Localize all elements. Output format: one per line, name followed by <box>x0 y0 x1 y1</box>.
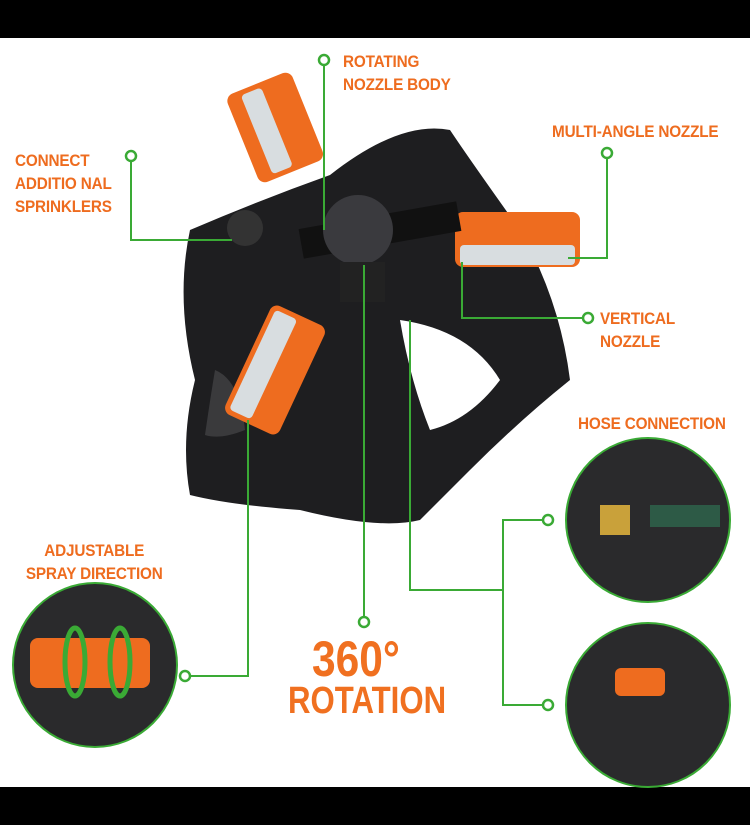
label-connect-additional-sprinklers: CONNECT ADDITIO NAL SPRINKLERS <box>15 149 112 218</box>
label-line: ROTATING <box>343 52 420 71</box>
label-rotating-nozzle-body: ROTATING NOZZLE BODY <box>343 50 451 96</box>
label-line: NOZZLE <box>600 332 661 351</box>
callout-lines <box>130 66 608 706</box>
base-cutout <box>205 370 245 437</box>
hose-detail-lower <box>565 622 731 788</box>
label-line: SPRAY DIRECTION <box>25 564 163 583</box>
label-adjustable-spray-direction: ADJUSTABLE SPRAY DIRECTION <box>20 539 169 585</box>
label-line: ADDITIO NAL <box>15 174 112 193</box>
label-line: VERTICAL <box>600 309 676 328</box>
side-connector <box>227 210 263 246</box>
label-multi-angle-nozzle: MULTI-ANGLE NOZZLE <box>552 122 719 141</box>
label-line: CONNECT <box>15 151 90 170</box>
rotating-hub <box>323 195 393 265</box>
label-vertical-nozzle: VERTICAL NOZZLE <box>600 307 675 353</box>
label-line: SPRINKLERS <box>15 197 112 216</box>
label-line: ADJUSTABLE <box>44 541 145 560</box>
label-line: NOZZLE BODY <box>343 75 451 94</box>
rotation-degrees: 360° <box>312 631 400 687</box>
callout-dots <box>124 53 614 712</box>
label-hose-connection: HOSE CONNECTION <box>578 414 726 433</box>
sprinkler-base <box>183 128 571 524</box>
rotation-word: ROTATION <box>288 680 447 722</box>
base-cutout <box>400 320 500 430</box>
hose-detail-upper <box>565 437 731 603</box>
